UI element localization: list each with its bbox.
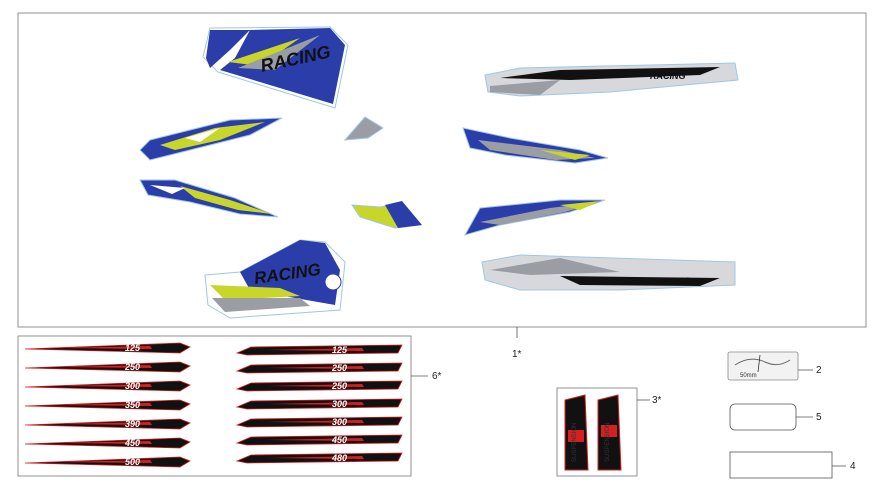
left-upper-side-decal: [139, 117, 283, 161]
upper-strip-brand: RACING: [650, 71, 686, 81]
callout-fork-decals: 3*: [652, 395, 662, 406]
left-decal-number-1: 125: [125, 343, 141, 353]
fork-decal-right: SUSPENSION: [597, 394, 622, 471]
fork-decal-frame: [556, 387, 638, 477]
right-decal-number-6: 450: [331, 435, 347, 445]
right-decal-3: 250: [235, 380, 403, 392]
left-decal-stripe-6: [55, 441, 152, 444]
right-lower-side-decal: [463, 199, 606, 236]
right-decal-5: 300: [235, 416, 403, 428]
callout-blank-rect: 4: [850, 461, 856, 472]
callout-main-kit: 1*: [512, 349, 522, 360]
right-decal-number-3: 250: [331, 381, 347, 391]
tape-label: 50mm: [740, 373, 757, 379]
right-decal-stripe-4: [267, 402, 364, 405]
right-decal-number-5: 300: [332, 417, 347, 427]
right-decal-stripe-1: [267, 348, 364, 351]
left-decal-7: 500: [24, 456, 191, 468]
right-upper-side-decal: [462, 127, 609, 164]
displacement-sheet-frame: [17, 335, 412, 477]
right-decal-number-1: 125: [332, 345, 348, 355]
blank-rounded-label: [729, 403, 797, 431]
fork-left-text: SUSPENSION: [572, 423, 578, 462]
fork-decal-left: SUSPENSION: [564, 394, 589, 471]
left-decal-stripe-3: [55, 384, 152, 387]
right-decal-6: 450: [235, 434, 403, 446]
tape-illustration: 50mm: [727, 351, 799, 381]
right-decal-number-7: 480: [331, 453, 347, 463]
left-decal-stripe-1: [55, 346, 152, 349]
left-decal-2: 250: [24, 361, 191, 373]
left-decal-6: 450: [24, 437, 191, 449]
right-decal-stripe-6: [267, 438, 364, 441]
left-lower-side-decal: [139, 179, 279, 218]
callout-blank-rounded: 5: [816, 412, 822, 423]
blank-rect-label: [729, 451, 833, 479]
left-decal-4: 350: [24, 399, 191, 411]
front-shroud-decal: RACING: [202, 26, 349, 109]
callout-tape: 2: [816, 365, 822, 376]
main-kit-frame: [17, 12, 867, 328]
left-decal-number-2: 250: [124, 362, 140, 372]
left-decal-number-4: 350: [125, 400, 140, 410]
callout-displacement: 6*: [432, 371, 442, 382]
right-decal-stripe-3: [267, 384, 364, 387]
upper-rear-strip-decal: RACING: [484, 62, 739, 97]
left-decal-number-7: 500: [125, 457, 140, 467]
left-decal-number-5: 390: [125, 419, 140, 429]
left-decal-number-3: 300: [125, 381, 140, 391]
right-decal-2: 250: [235, 362, 403, 374]
right-decal-7: 480: [235, 452, 403, 464]
right-decal-stripe-5: [267, 420, 364, 423]
left-decal-5: 390: [24, 418, 191, 430]
left-decal-stripe-5: [55, 422, 152, 425]
left-decal-3: 300: [24, 380, 191, 392]
displacement-right-column: 125 250 250 300 300 450 480: [235, 344, 403, 464]
left-decal-stripe-2: [55, 365, 152, 368]
small-lime-decal: [351, 201, 422, 229]
right-decal-stripe-7: [267, 456, 364, 459]
left-decal-1: 125: [24, 342, 191, 354]
left-decal-stripe-4: [55, 403, 152, 406]
lower-strip-brand: RACING: [655, 276, 691, 286]
lower-rear-strip-decal: RACING: [481, 254, 736, 291]
displacement-left-column: 125 250 300 350 390 450 500: [24, 342, 191, 468]
right-decal-number-2: 250: [331, 363, 347, 373]
fork-right-text: SUSPENSION: [605, 423, 611, 462]
rear-number-plate-decal: RACING: [204, 239, 346, 319]
right-decal-number-4: 300: [332, 399, 347, 409]
right-decal-1: 125: [235, 344, 403, 356]
left-decal-stripe-7: [55, 460, 152, 463]
right-decal-4: 300: [235, 398, 403, 410]
right-decal-stripe-2: [267, 366, 364, 369]
small-gray-decal: [343, 116, 384, 141]
left-decal-number-6: 450: [124, 438, 140, 448]
